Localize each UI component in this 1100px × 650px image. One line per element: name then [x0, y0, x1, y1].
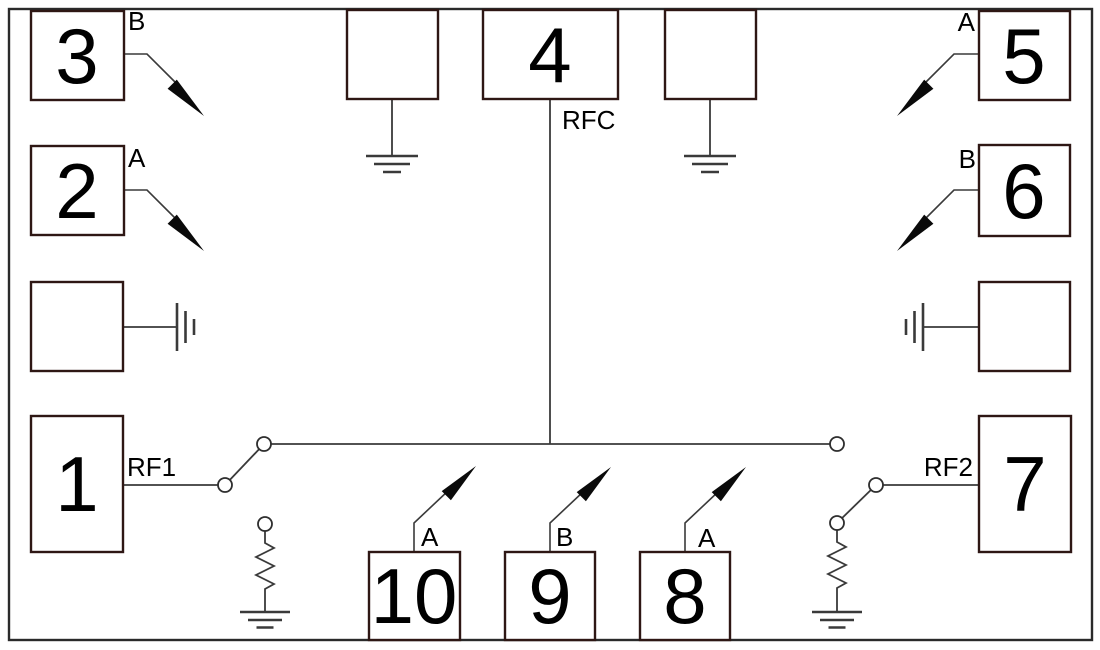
pad-ground-top-left — [345, 8, 440, 101]
pad-8-number: 8 — [663, 552, 706, 640]
pad-ground-mid-left — [29, 280, 125, 373]
bond-arrow-pad3 — [124, 53, 204, 116]
pad-5-number: 5 — [1002, 12, 1045, 100]
resistor-left-icon — [253, 531, 277, 612]
switch-arm-left — [224, 443, 265, 486]
ground-icon-mid-left — [175, 303, 196, 351]
bond-arrow-pad5 — [897, 53, 979, 116]
pad-6-number: 6 — [1002, 147, 1045, 235]
switch-node-rf2 — [868, 477, 884, 493]
bond-label-pad5: A — [958, 7, 976, 37]
ground-icon-bottom-left — [240, 610, 290, 629]
pad-5: 5 — [977, 9, 1072, 102]
pad-ground-mid-right — [977, 280, 1072, 373]
pad-9-number: 9 — [528, 552, 571, 640]
pad-ground-top-right — [663, 8, 758, 101]
bond-label-pad3: B — [128, 6, 145, 36]
bond-label-pad6: B — [959, 144, 976, 174]
pad-7-number: 7 — [1003, 440, 1046, 528]
bond-arrow-pad2 — [124, 189, 204, 251]
bond-label-pad9: B — [556, 522, 573, 552]
pad-4-number: 4 — [528, 11, 571, 99]
pad-2-number: 2 — [55, 147, 98, 235]
pad-7: 7 — [977, 414, 1073, 554]
pad-1: 1 — [29, 414, 125, 554]
port-label-rf2: RF2 — [924, 452, 973, 482]
switch-arm-right — [836, 484, 877, 524]
bond-label-pad2: A — [128, 143, 146, 173]
port-label-rfc: RFC — [562, 105, 615, 135]
bond-label-pad8: A — [698, 523, 716, 553]
bond-arrow-pad10 — [413, 466, 476, 552]
pad-3: 3 — [29, 9, 126, 102]
switch-node-term-left — [257, 516, 273, 532]
pad-2: 2 — [29, 144, 126, 237]
pad-1-number: 1 — [55, 440, 98, 528]
pad-10: 10 — [367, 550, 462, 642]
pad-8: 8 — [638, 550, 732, 642]
switch-node-term-right — [829, 515, 845, 531]
bond-label-pad10: A — [421, 522, 439, 552]
bond-arrow-pad9 — [549, 467, 611, 552]
switch-node-bus-left — [256, 436, 272, 452]
pad-6: 6 — [977, 143, 1072, 238]
bond-arrow-pad6 — [897, 189, 979, 251]
ground-icon-top-left — [366, 154, 418, 174]
ground-icon-mid-right — [904, 303, 925, 351]
resistor-right-icon — [825, 530, 849, 612]
pad-3-number: 3 — [55, 12, 98, 100]
port-label-rf1: RF1 — [127, 452, 176, 482]
pad-10-number: 10 — [371, 552, 458, 640]
pad-4: 4 — [481, 8, 620, 101]
ground-icon-top-right — [684, 154, 736, 174]
switch-node-bus-right — [829, 436, 845, 452]
switch-node-rf1 — [217, 477, 233, 493]
pad-9: 9 — [503, 550, 597, 642]
bond-arrow-pad8 — [684, 467, 746, 552]
wires — [123, 99, 979, 524]
ground-icon-bottom-right — [812, 610, 862, 629]
